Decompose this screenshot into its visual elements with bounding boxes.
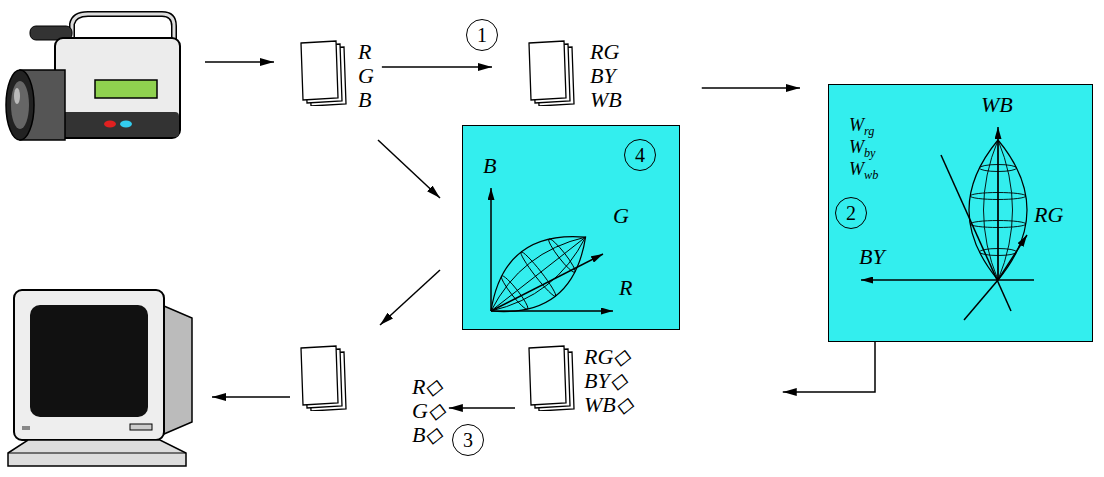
ring bbox=[499, 274, 530, 311]
drawing-part bbox=[72, 14, 174, 40]
axis-label: B bbox=[483, 154, 496, 178]
rgb-space-panel: B G R bbox=[462, 125, 680, 330]
drawing-part bbox=[205, 61, 274, 63]
channel-label: R◇ G◇ B◇ bbox=[412, 375, 445, 447]
channel-label: RG◇ BY◇ WB◇ bbox=[584, 345, 633, 417]
flow-arrow bbox=[783, 342, 875, 392]
image-sheets bbox=[300, 40, 350, 106]
meridian bbox=[491, 237, 586, 311]
callout-number: 1 bbox=[466, 19, 498, 51]
axis bbox=[490, 188, 492, 311]
drawing-part bbox=[104, 121, 116, 128]
channel-label: R G B bbox=[358, 40, 374, 112]
image-sheets bbox=[528, 40, 578, 106]
flow-arrow bbox=[702, 87, 800, 89]
image-stack: RG BY WB bbox=[528, 40, 622, 112]
axis-label: BY bbox=[859, 245, 885, 269]
drawing-part bbox=[56, 112, 179, 137]
meridian bbox=[984, 140, 999, 280]
meridian bbox=[998, 140, 1013, 280]
axis-label: Wrg bbox=[849, 115, 874, 141]
axis-label: RG bbox=[1034, 203, 1063, 227]
drawing-part bbox=[8, 440, 186, 466]
axis-label: Wwb bbox=[849, 159, 878, 185]
ellipsoid bbox=[474, 215, 603, 331]
drawing-part bbox=[14, 290, 164, 440]
drawing-part bbox=[474, 215, 603, 331]
drawing-part bbox=[120, 121, 132, 128]
drawing-part bbox=[72, 14, 174, 40]
flow-arrow bbox=[449, 407, 515, 409]
image-stack: R G B bbox=[300, 40, 374, 112]
axis-label: R bbox=[619, 276, 632, 300]
drawing-part bbox=[378, 140, 440, 198]
drawing-part bbox=[8, 453, 186, 454]
axis bbox=[997, 127, 999, 280]
drawing-part bbox=[95, 80, 157, 98]
image-sheet bbox=[301, 41, 338, 100]
image-stack: RG◇ BY◇ WB◇ bbox=[528, 345, 633, 417]
callout-number: 4 bbox=[624, 139, 656, 171]
axis-label: G bbox=[613, 204, 629, 228]
image-sheet bbox=[529, 346, 566, 405]
axis bbox=[861, 279, 998, 281]
axis-label: Wby bbox=[849, 137, 876, 163]
drawing-part bbox=[30, 305, 148, 417]
camcorder bbox=[6, 14, 180, 140]
ring bbox=[518, 250, 558, 298]
flow-arrow bbox=[380, 270, 440, 325]
image-sheets bbox=[528, 345, 578, 411]
opponent-space-panel: WB WrgWbyWwbRG BY bbox=[828, 84, 1093, 342]
axis bbox=[491, 254, 603, 311]
drawing-part bbox=[11, 81, 29, 129]
image-sheets bbox=[300, 345, 350, 411]
callout-number: 3 bbox=[452, 424, 484, 456]
axis bbox=[941, 155, 1011, 311]
flow-arrow bbox=[382, 66, 492, 68]
monitor bbox=[8, 290, 192, 466]
drawing-part bbox=[14, 88, 20, 104]
callout-number: 2 bbox=[835, 197, 867, 229]
drawing-part bbox=[212, 396, 290, 398]
axis bbox=[964, 280, 998, 320]
axis-label: WB bbox=[981, 93, 1013, 117]
channel-label: RG BY WB bbox=[590, 40, 622, 112]
drawing-part bbox=[22, 426, 30, 430]
axis bbox=[998, 235, 1027, 280]
meridian bbox=[491, 237, 594, 322]
image-sheet bbox=[301, 346, 338, 405]
drawing-part bbox=[6, 70, 34, 140]
image-sheet bbox=[529, 41, 566, 100]
axis bbox=[998, 279, 1034, 281]
drawing-part bbox=[130, 424, 152, 430]
drawing-part bbox=[55, 38, 180, 138]
image-stack: R◇ G◇ B◇ bbox=[300, 345, 445, 447]
meridian bbox=[482, 226, 585, 311]
